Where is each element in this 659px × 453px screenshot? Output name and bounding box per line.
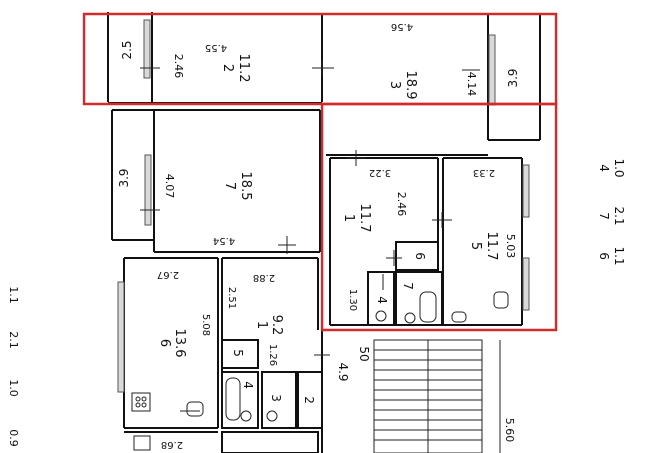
room-area: 11.7 [357, 204, 372, 233]
legend-number: 7 [597, 212, 611, 220]
room-number: 3 [269, 394, 283, 402]
balcony-label: 2.5 [120, 40, 134, 59]
room-dim: 5.03 [504, 234, 517, 259]
highlight-outline-top [82, 12, 558, 106]
bathtub-icon [419, 291, 437, 323]
room-dim: 1.30 [347, 289, 358, 311]
balcony-label: 3.9 [117, 168, 131, 187]
legend-area: 1.0 [7, 379, 20, 397]
room-number: 3 [387, 81, 402, 89]
legend-left: 1.1 2.1 1.0 0.9 [7, 286, 20, 447]
room-area: 13.6 [172, 329, 187, 358]
balcony-label: 3.9 [506, 68, 520, 87]
legend-area: 0.9 [7, 429, 20, 447]
room-dim: 3.22 [369, 167, 391, 178]
stairwell [373, 339, 501, 453]
room-dim: 4.55 [205, 42, 227, 53]
legend-number: 4 [597, 164, 611, 172]
toilet-icon [404, 312, 416, 324]
room-area: 18.9 [403, 71, 418, 100]
toilet-icon [266, 410, 278, 422]
windows [117, 19, 530, 393]
legend-area: 2.1 [7, 331, 20, 349]
room-number: 6 [413, 252, 427, 260]
room-dim: 5.08 [200, 314, 211, 336]
highlight-outline-right [320, 102, 558, 332]
stove-icon [131, 392, 151, 412]
room-area: 18.5 [238, 172, 253, 201]
room-dim: 2.51 [226, 287, 237, 309]
room-number: 7 [222, 182, 237, 190]
room-dim: 2.88 [253, 272, 275, 283]
dimension-label: 50 [357, 346, 371, 361]
room-number: 4 [241, 381, 255, 389]
room-area: 9.2 [269, 315, 284, 336]
labels: 2.5 2.46 4.55 2 11.2 4.56 3 18.9 4.14 3.… [117, 21, 520, 450]
room-number: 1 [254, 321, 269, 329]
room-number: 5 [468, 242, 483, 250]
axis-marks [140, 60, 480, 412]
room-number: 2 [220, 64, 235, 72]
room-number: 6 [157, 339, 172, 347]
room-dim: 4.14 [465, 72, 478, 97]
legend-number: 6 [597, 252, 611, 260]
sink-icon [375, 310, 387, 322]
bathtub-icon [225, 377, 241, 421]
fixtures [131, 291, 509, 451]
room-number: 5 [231, 349, 245, 357]
dimension-label: 4.9 [336, 362, 350, 381]
dimension-label: 2.68 [161, 439, 183, 450]
room-dim: 4.07 [163, 174, 176, 199]
dimension-label: 5.60 [503, 418, 516, 443]
room-area: 11.7 [484, 232, 499, 261]
room-number: 1 [341, 214, 356, 222]
room-dim: 4.56 [391, 21, 413, 32]
legend-area: 2.1 [612, 206, 626, 225]
room-number: 2 [302, 396, 316, 404]
room-dim: 2.67 [157, 269, 179, 280]
room-dim: 2.33 [473, 167, 495, 178]
room-dim: 1.26 [267, 344, 278, 366]
sink-icon [451, 311, 467, 323]
room-dim: 4.54 [213, 235, 235, 246]
room-number: 4 [375, 296, 389, 304]
room-number: 7 [401, 282, 415, 290]
room-dim: 2.46 [395, 192, 408, 217]
sink-icon [186, 401, 204, 417]
legend-area: 1.1 [612, 246, 626, 265]
stove-icon [133, 435, 151, 451]
room-area: 11.2 [236, 54, 251, 83]
toilet-icon [240, 410, 252, 422]
legend-area: 1.1 [7, 286, 20, 304]
sink-icon [493, 291, 509, 309]
room-dim: 2.46 [172, 54, 185, 79]
legend-right: 4 1.0 7 2.1 6 1.1 [597, 158, 626, 265]
legend-area: 1.0 [612, 158, 626, 177]
